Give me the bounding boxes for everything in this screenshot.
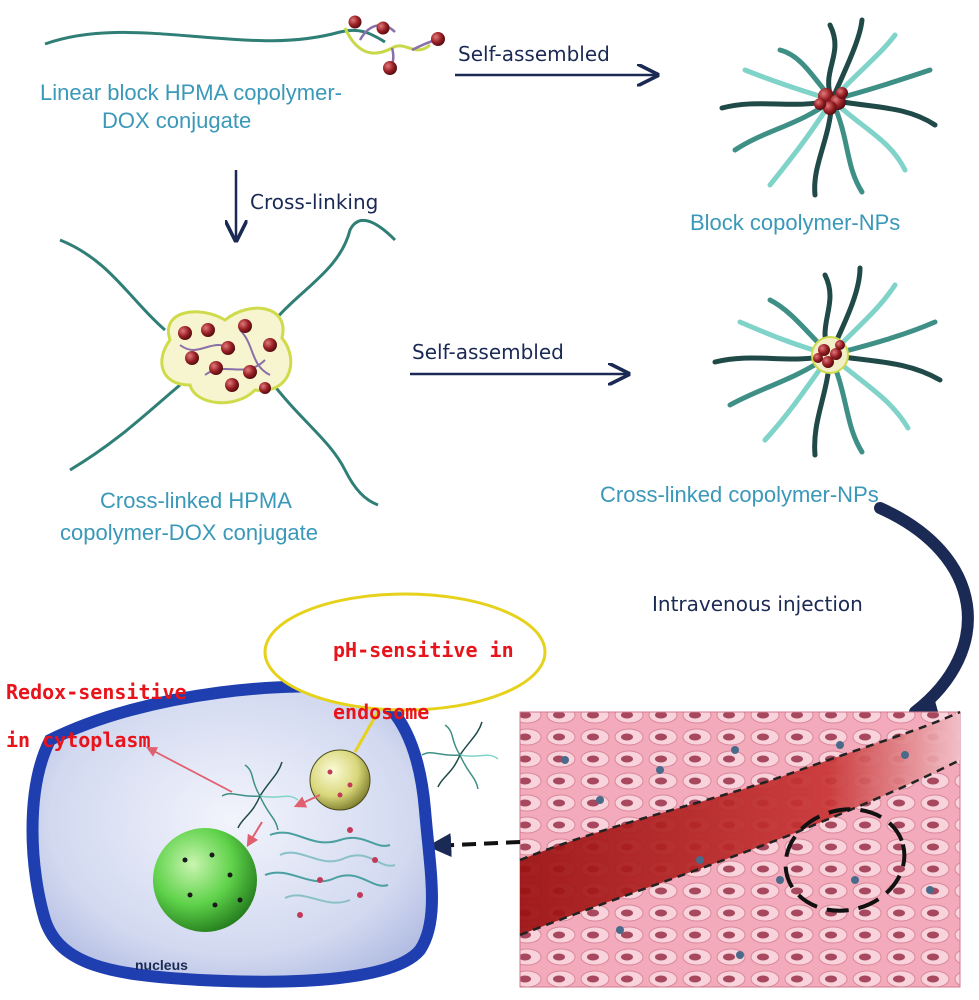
intravenous-injection-label: Intravenous injection	[652, 592, 863, 616]
crosslinked-conjugate	[59, 218, 397, 507]
endosome	[309, 749, 371, 811]
nucleus	[153, 828, 257, 932]
block-copolymer-nps-label: Block copolymer-NPs	[690, 210, 901, 235]
crosslinked-nps-label: Cross-linked copolymer-NPs	[600, 482, 879, 507]
tumor-cell	[26, 680, 499, 988]
ph-sensitive-label-line1: pH-sensitive in	[333, 638, 514, 662]
linear-copolymer	[44, 15, 445, 75]
dox-particle	[376, 21, 390, 35]
dox-particle	[431, 32, 445, 46]
nucleus-label: nucleus	[135, 957, 188, 973]
redox-sensitive-label-line1: Redox-sensitive	[6, 680, 187, 704]
self-assembled-label-top: Self-assembled	[458, 42, 610, 66]
micelle-outside-cell	[421, 721, 499, 790]
released-chains	[264, 831, 396, 904]
redox-sensitive-label-line2: in cytoplasm	[6, 728, 151, 752]
block-copolymer-np	[719, 17, 938, 198]
linear-copolymer-label-line1: Linear block HPMA copolymer-	[40, 80, 343, 105]
blood-vessel	[520, 712, 960, 935]
crosslinked-np	[712, 265, 943, 458]
dox-particle	[383, 61, 397, 75]
cross-linking-label: Cross-linking	[250, 190, 379, 214]
linear-copolymer-label-line2: DOX conjugate	[102, 108, 252, 133]
ph-callout-bubble	[263, 592, 547, 712]
injection-arrow-shaft	[874, 502, 974, 718]
ph-sensitive-label-line2: endosome	[333, 700, 430, 724]
tissue-panel	[519, 710, 961, 988]
dox-particle	[348, 15, 362, 29]
self-assembled-label-middle: Self-assembled	[412, 340, 564, 364]
crosslinked-conjugate-label-line2: copolymer-DOX conjugate	[60, 520, 319, 545]
tissue-to-cell-arrow	[427, 833, 521, 858]
ph-callout-pointer	[353, 707, 382, 753]
crosslinked-conjugate-label-line1: Cross-linked HPMA	[100, 488, 292, 513]
tumor-region-circle	[783, 807, 907, 913]
